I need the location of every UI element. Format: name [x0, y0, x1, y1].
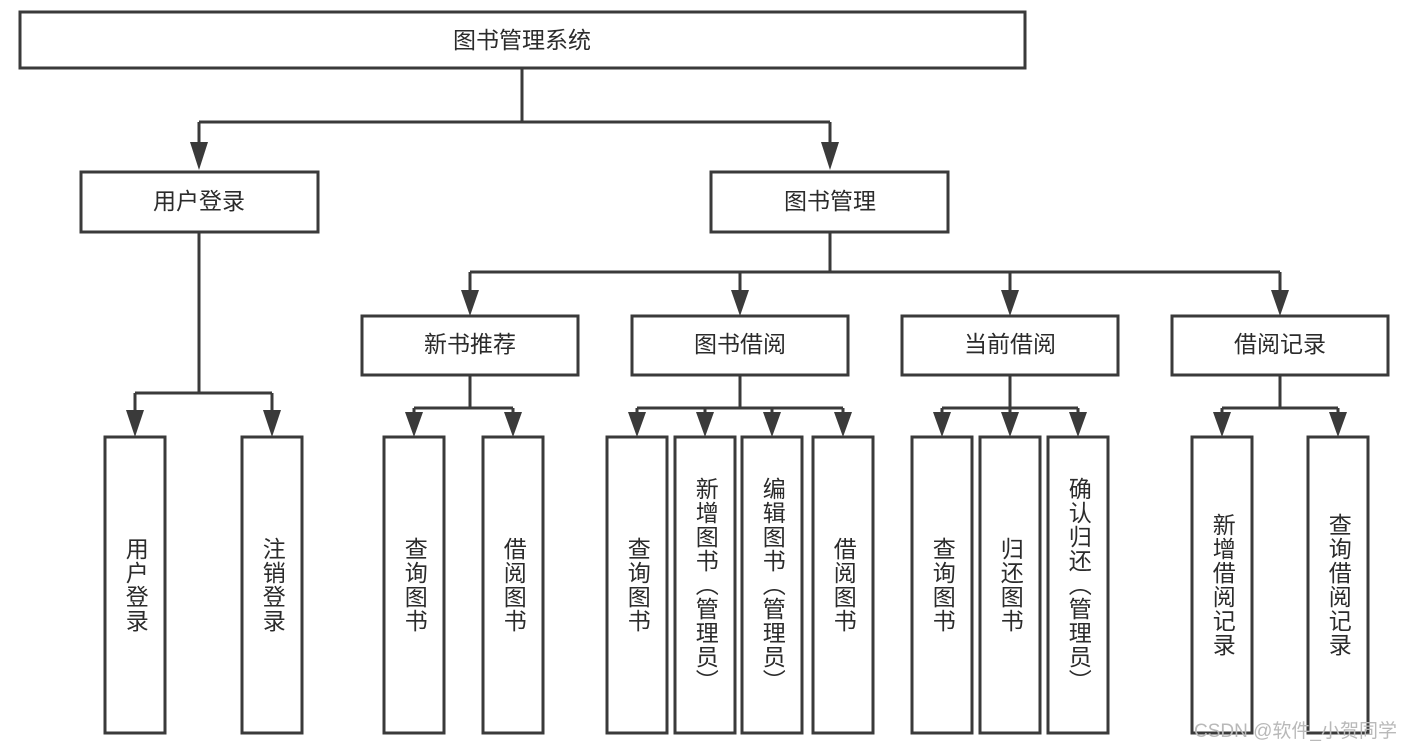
- node-system-root[interactable]: 图书管理系统: [18, 10, 1027, 70]
- arrow-head-icon: [1329, 412, 1347, 437]
- leaf-confirm-return-box[interactable]: [1046, 435, 1110, 735]
- node-new-book-recommend-label: 新书推荐: [424, 331, 516, 357]
- leaf-return-book-box[interactable]: [978, 435, 1042, 735]
- arrow-head-icon: [1069, 412, 1087, 437]
- leaf-query-book-3-box[interactable]: [910, 435, 974, 735]
- leaf-logout-login-box[interactable]: [240, 435, 304, 735]
- node-book-manage-label: 图书管理: [784, 188, 876, 214]
- node-system-root-box: [18, 10, 1027, 70]
- connector-bookborrow-to-leaves: [628, 375, 852, 437]
- node-book-borrow-label: 图书借阅: [694, 331, 786, 357]
- node-user-login-label: 用户登录: [153, 188, 245, 214]
- leaf-user-login-box[interactable]: [103, 435, 167, 735]
- node-book-manage[interactable]: 图书管理: [709, 170, 950, 234]
- leaf-borrow-book-2-box[interactable]: [811, 435, 875, 735]
- leaf-borrow-book-1-box[interactable]: [481, 435, 545, 735]
- node-user-login-box: [79, 170, 320, 234]
- arrow-head-icon: [1213, 412, 1231, 437]
- leaf-query-book-1-box[interactable]: [382, 435, 446, 735]
- arrow-head-icon: [821, 142, 839, 170]
- node-current-borrow[interactable]: 当前借阅: [900, 314, 1120, 377]
- connector-borrowrecord-to-leaves: [1213, 375, 1347, 437]
- node-new-book-recommend-box: [360, 314, 580, 377]
- leaf-add-book-box[interactable]: [673, 435, 737, 735]
- leaf-edit-book-box[interactable]: [740, 435, 804, 735]
- node-borrow-record[interactable]: 借阅记录: [1170, 314, 1390, 377]
- arrow-head-icon: [1001, 412, 1019, 437]
- node-borrow-record-label: 借阅记录: [1234, 331, 1326, 357]
- connector-currentborrow-to-leaves: [933, 375, 1087, 437]
- arrow-head-icon: [405, 412, 423, 437]
- arrow-head-icon: [126, 410, 144, 437]
- arrow-head-icon: [696, 412, 714, 437]
- connector-newbook-to-leaves: [405, 375, 522, 437]
- arrow-head-icon: [263, 410, 281, 437]
- arrow-head-icon: [504, 412, 522, 437]
- arrow-head-icon: [1001, 290, 1019, 316]
- watermark: CSDN @软件_小贺同学: [1194, 721, 1397, 742]
- connector-userlogin-to-leaves: [126, 232, 281, 437]
- arrow-head-icon: [933, 412, 951, 437]
- node-system-root-label: 图书管理系统: [453, 27, 591, 53]
- node-user-login[interactable]: 用户登录: [79, 170, 320, 234]
- arrow-head-icon: [190, 142, 208, 170]
- leaf-add-record-box[interactable]: [1190, 435, 1254, 735]
- connector-bookmanage-to-level3: [461, 232, 1289, 316]
- arrow-head-icon: [834, 412, 852, 437]
- arrow-head-icon: [1271, 290, 1289, 316]
- node-current-borrow-label: 当前借阅: [964, 331, 1056, 357]
- leaf-query-book-2-box[interactable]: [605, 435, 669, 735]
- arrow-head-icon: [731, 290, 749, 316]
- node-book-borrow[interactable]: 图书借阅: [630, 314, 850, 377]
- node-current-borrow-box: [900, 314, 1120, 377]
- node-new-book-recommend[interactable]: 新书推荐: [360, 314, 580, 377]
- arrow-head-icon: [461, 290, 479, 316]
- arrow-head-icon: [763, 412, 781, 437]
- arrow-head-icon: [628, 412, 646, 437]
- leaf-query-record-box[interactable]: [1306, 435, 1370, 735]
- connector-root-to-level2: [190, 68, 839, 170]
